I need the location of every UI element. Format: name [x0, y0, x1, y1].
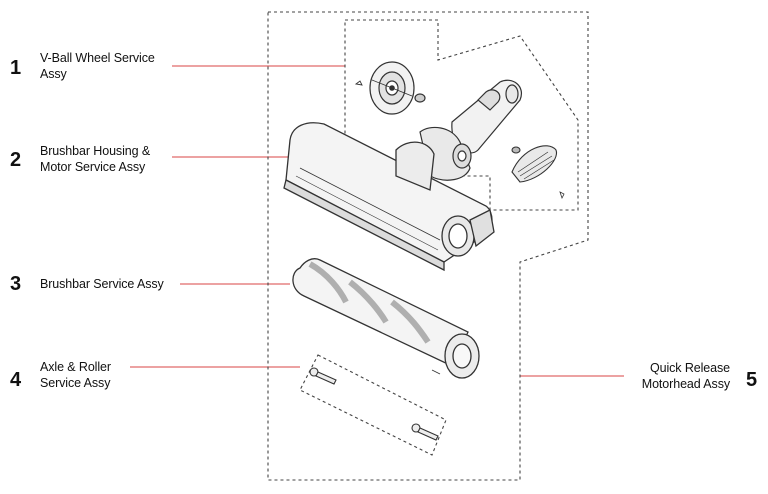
- neck-joint-illustration: [419, 79, 522, 181]
- callout-number-1: 1: [10, 57, 22, 79]
- axle-pins-illustration: [309, 367, 439, 441]
- v-ball-wheel-illustration: [354, 61, 426, 115]
- brushbar-illustration: [292, 258, 480, 379]
- callout-number-5: 5: [746, 369, 758, 391]
- label-line: Service Assy: [40, 376, 111, 390]
- motorhead-assy-boundary: [267, 11, 589, 481]
- callout-number-3: 3: [10, 273, 22, 295]
- callout-number-2: 2: [10, 149, 22, 171]
- label-line: V-Ball Wheel Service: [40, 51, 155, 65]
- brushbar-housing-illustration: [283, 122, 495, 272]
- side-cover-illustration: [511, 145, 565, 200]
- label-line: Brushbar Housing &: [40, 144, 151, 158]
- callout-label-quick-release-motorhead: Quick Release Motorhead Assy: [610, 360, 730, 392]
- label-line: Motor Service Assy: [40, 160, 146, 174]
- callout-label-brushbar-housing: Brushbar Housing & Motor Service Assy: [40, 143, 150, 175]
- label-line: Assy: [40, 67, 67, 81]
- label-line: Brushbar Service Assy: [40, 277, 164, 291]
- axle-roller-boundary: [299, 354, 447, 456]
- label-line: Quick Release: [650, 361, 730, 375]
- callout-label-axle-roller: Axle & Roller Service Assy: [40, 359, 111, 391]
- label-line: Motorhead Assy: [641, 377, 730, 391]
- label-line: Axle & Roller: [40, 360, 111, 374]
- callout-number-4: 4: [10, 369, 22, 391]
- callout-label-v-ball-wheel: V-Ball Wheel Service Assy: [40, 50, 155, 82]
- callout-label-brushbar: Brushbar Service Assy: [40, 276, 164, 292]
